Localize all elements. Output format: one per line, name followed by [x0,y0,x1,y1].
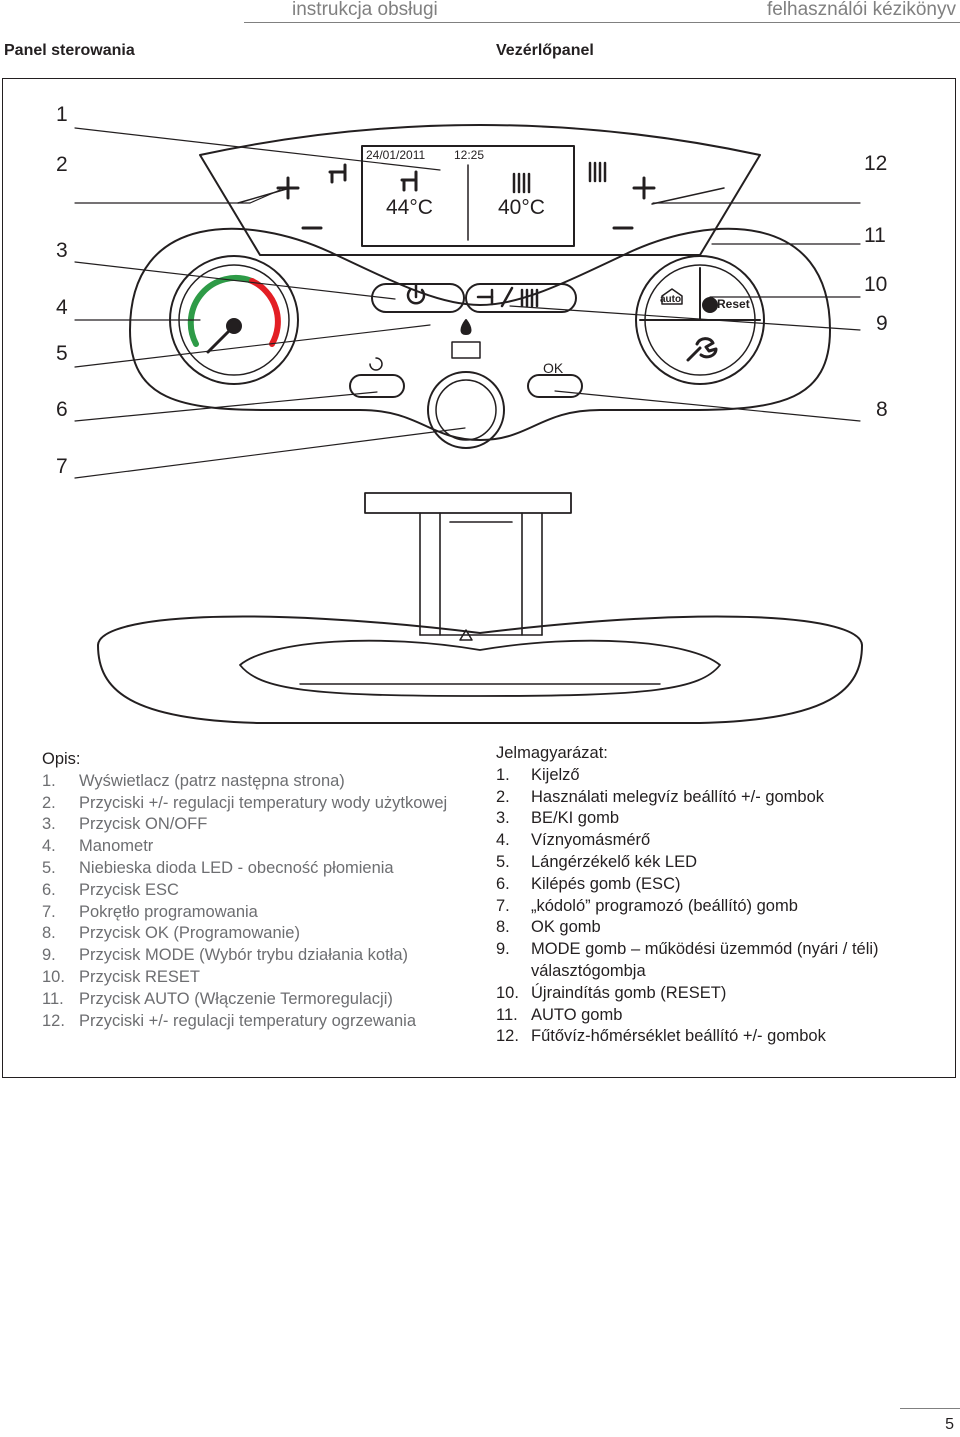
legend-item: 8.OK gomb [496,918,601,937]
legend-item: 12.Fűtővíz-hőmérséklet beállító +/- gomb… [496,1027,826,1046]
tray-notch [459,629,473,641]
page-number: 5 [945,1416,954,1433]
flame-led [451,341,481,359]
callout-7: 7 [56,455,68,478]
mount-bar [364,492,572,514]
callout-lines [74,127,861,479]
display-heat-temp: 40°C [498,196,545,219]
auto-button[interactable]: auto [660,294,682,305]
onoff-button [371,283,465,313]
reset-button[interactable]: Reset [717,297,750,311]
ok-button [527,374,583,398]
legend-item: 3.BE/KI gomb [496,809,620,828]
legend-item: választógombja [531,961,646,980]
header-rule [244,22,960,23]
callout-8: 8 [876,398,888,421]
legend-item: 8.Przycisk OK (Programowanie) [42,924,300,943]
legend-item: 11.AUTO gomb [496,1005,623,1024]
legend-polish: Opis: 1.Wyświetlacz (patrz następna stro… [42,749,472,1032]
flame-icon [460,319,472,335]
reset-r-badge [702,297,718,313]
callout-9: 9 [876,312,888,335]
dhw-button-divider [237,187,291,204]
callout-3: 3 [56,239,68,262]
mode-icon [476,286,539,308]
legend-item: 3.Przycisk ON/OFF [42,815,208,834]
legend-item: 2.Használati melegvíz beállító +/- gombo… [496,787,825,806]
bottom-tray-inner [239,639,721,697]
right-dial-outer [635,255,765,385]
callout-10: 10 [864,273,888,296]
section-title-pl: Panel sterowania [4,42,135,59]
gauge-red-arc [249,278,281,347]
header-right-title: felhasználói kézikönyv [766,0,956,20]
legend-item: 5.Niebieska dioda LED - obecność płomien… [42,858,394,877]
legend-polish-title: Opis: [42,750,81,768]
legend-item: 6.Przycisk ESC [42,880,179,899]
display-housing [199,124,761,256]
display-radiator-icon [512,172,531,194]
legend-item: 4.Manometr [42,837,154,856]
page-number-rule [900,1408,960,1409]
power-icon [406,288,426,305]
legend-item: 1.Wyświetlacz (patrz następna strona) [42,771,345,790]
home-icon [661,288,683,305]
esc-button [349,374,405,398]
callout-1: 1 [56,103,68,126]
legend-hungarian-title: Jelmagyarázat: [496,744,608,762]
display-tap-icon [400,170,418,192]
legend-hungarian: Jelmagyarázat: 1.Kijelző 2.Használati me… [496,743,936,1048]
legend-item: 10.Przycisk RESET [42,967,201,986]
legend-item: 5.Lángérzékelő kék LED [496,852,698,871]
gauge-hub [226,318,242,334]
heat-button-divider [651,187,725,205]
legend-item: 6.Kilépés gomb (ESC) [496,874,681,893]
mount-frame [419,512,543,636]
tap-icon [328,163,347,184]
display-date: 24/01/2011 [366,148,426,162]
legend-item: 12.Przyciski +/- regulacji temperatury o… [42,1011,417,1030]
esc-icon [369,357,383,371]
callout-11: 11 [864,224,886,247]
callout-5: 5 [56,342,68,365]
callout-12: 12 [864,152,888,175]
legend-item: 10.Újraindítás gomb (RESET) [496,983,727,1002]
wrench-icon [686,337,718,362]
mode-button [465,283,577,313]
panel-body [129,227,831,441]
header-left-title: instrukcja obsługi [292,0,438,20]
radiator-icon [588,161,607,183]
legend-item: 7.„kódoló” programozó (beállító) gomb [496,896,798,915]
legend-item: 4.Víznyomásmérő [496,831,651,850]
legend-item: 1.Kijelző [496,765,580,784]
gauge-green-arc [187,274,255,347]
display-dhw-temp: 44°C [386,196,433,219]
encoder-knob-inner [435,379,497,441]
bottom-tray-outer [97,615,863,724]
section-title-hu: Vezérlőpanel [496,42,594,59]
callout-4: 4 [56,296,68,319]
callout-2: 2 [56,153,68,176]
encoder-knob-outer [427,371,505,449]
legend-item: 7.Pokrętło programowania [42,902,258,921]
legend-item: 9.Przycisk MODE (Wybór trybu działania k… [42,946,409,965]
content-frame [2,78,956,1078]
display-time: 12:25 [454,148,485,162]
callout-6: 6 [56,398,68,421]
legend-item: 9.MODE gomb – működési üzemmód (nyári / … [496,940,879,959]
legend-item: 11.Przycisk AUTO (Włączenie Termoregulac… [42,989,393,1008]
control-panel-diagram [74,124,863,724]
ok-button-label: OK [543,360,564,376]
legend-item: 2.Przyciski +/- regulacji temperatury wo… [42,793,448,812]
